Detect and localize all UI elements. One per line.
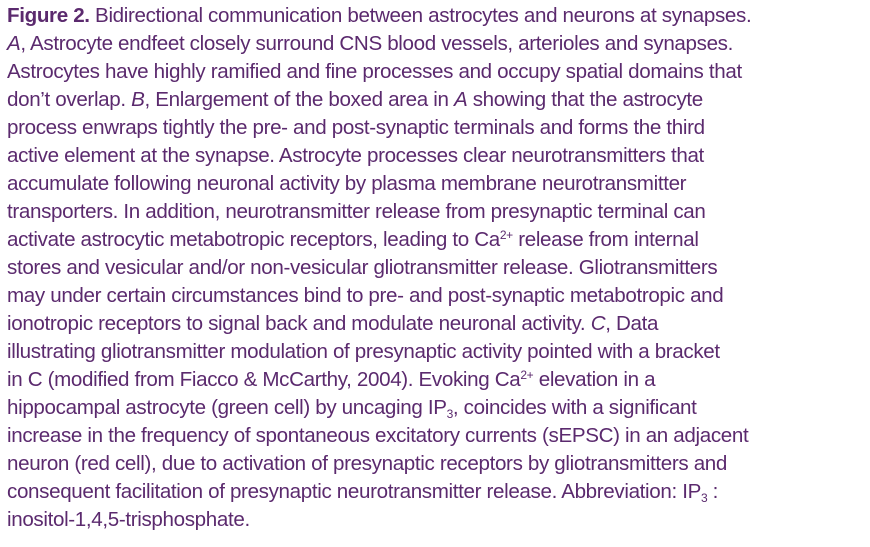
subscript: 3 <box>700 491 708 506</box>
caption-text: stores and vesicular and/or non-vesicula… <box>7 256 718 279</box>
caption-line: Figure 2. Bidirectional communication be… <box>7 2 867 30</box>
caption-text: inositol-1,4,5-trisphosphate. <box>7 508 250 531</box>
caption-text: ionotropic receptors to signal back and … <box>7 312 591 335</box>
superscript: 2+ <box>499 227 513 242</box>
caption-text: don’t overlap. <box>7 88 132 111</box>
caption-text: activate astrocytic metabotropic recepto… <box>7 228 500 251</box>
caption-line: illustrating gliotransmitter modulation … <box>7 338 867 366</box>
caption-line: A, Astrocyte endfeet closely surround CN… <box>7 30 867 58</box>
caption-line: consequent facilitation of presynaptic n… <box>7 478 867 506</box>
caption-line: hippocampal astrocyte (green cell) by un… <box>7 394 867 422</box>
caption-text: , coincides with a significant <box>452 396 697 419</box>
panel-reference: A <box>7 32 21 55</box>
caption-text: transporters. In addition, neurotransmit… <box>7 200 706 223</box>
caption-text: Bidirectional communication between astr… <box>89 4 752 27</box>
figure-label: Figure 2. <box>7 4 90 27</box>
caption-line: process enwraps tightly the pre- and pos… <box>7 114 867 142</box>
caption-text: Astrocytes have highly ramified and fine… <box>7 60 742 83</box>
caption-line: may under certain circumstances bind to … <box>7 282 867 310</box>
caption-text: , Enlargement of the boxed area in <box>144 88 454 111</box>
caption-line: active element at the synapse. Astrocyte… <box>7 142 867 170</box>
caption-line: inositol-1,4,5-trisphosphate. <box>7 506 867 534</box>
caption-line: neuron (red cell), due to activation of … <box>7 450 867 478</box>
subscript: 3 <box>446 407 454 422</box>
panel-reference: A <box>453 88 468 111</box>
caption-line: Astrocytes have highly ramified and fine… <box>7 58 867 86</box>
panel-reference: C <box>590 312 606 335</box>
caption-line: in C (modified from Fiacco & McCarthy, 2… <box>7 366 867 394</box>
superscript: 2+ <box>520 367 534 382</box>
caption-line: activate astrocytic metabotropic recepto… <box>7 226 867 254</box>
caption-text: increase in the frequency of spontaneous… <box>7 424 749 447</box>
caption-line: increase in the frequency of spontaneous… <box>7 422 867 450</box>
caption-line: accumulate following neuronal activity b… <box>7 170 867 198</box>
caption-text: release from internal <box>512 228 699 251</box>
caption-text: : <box>707 480 719 503</box>
figure-caption: Figure 2. Bidirectional communication be… <box>7 2 867 534</box>
caption-line: transporters. In addition, neurotransmit… <box>7 198 867 226</box>
caption-text: may under certain circumstances bind to … <box>7 284 724 307</box>
caption-text: , Data <box>605 312 659 335</box>
caption-text: accumulate following neuronal activity b… <box>7 172 687 195</box>
caption-text: illustrating gliotransmitter modulation … <box>7 340 720 363</box>
caption-line: don’t overlap. B, Enlargement of the box… <box>7 86 867 114</box>
caption-text: showing that the astrocyte <box>467 88 704 111</box>
caption-text: active element at the synapse. Astrocyte… <box>7 144 704 167</box>
caption-text: process enwraps tightly the pre- and pos… <box>7 116 705 139</box>
caption-text: neuron (red cell), due to activation of … <box>7 452 728 475</box>
caption-text: hippocampal astrocyte (green cell) by un… <box>7 396 447 419</box>
caption-line: ionotropic receptors to signal back and … <box>7 310 867 338</box>
caption-line: stores and vesicular and/or non-vesicula… <box>7 254 867 282</box>
caption-text: in C (modified from Fiacco & McCarthy, 2… <box>7 368 521 391</box>
caption-text: , Astrocyte endfeet closely surround CNS… <box>20 32 734 55</box>
caption-text: elevation in a <box>533 368 656 391</box>
panel-reference: B <box>131 88 145 111</box>
caption-text: consequent facilitation of presynaptic n… <box>7 480 701 503</box>
